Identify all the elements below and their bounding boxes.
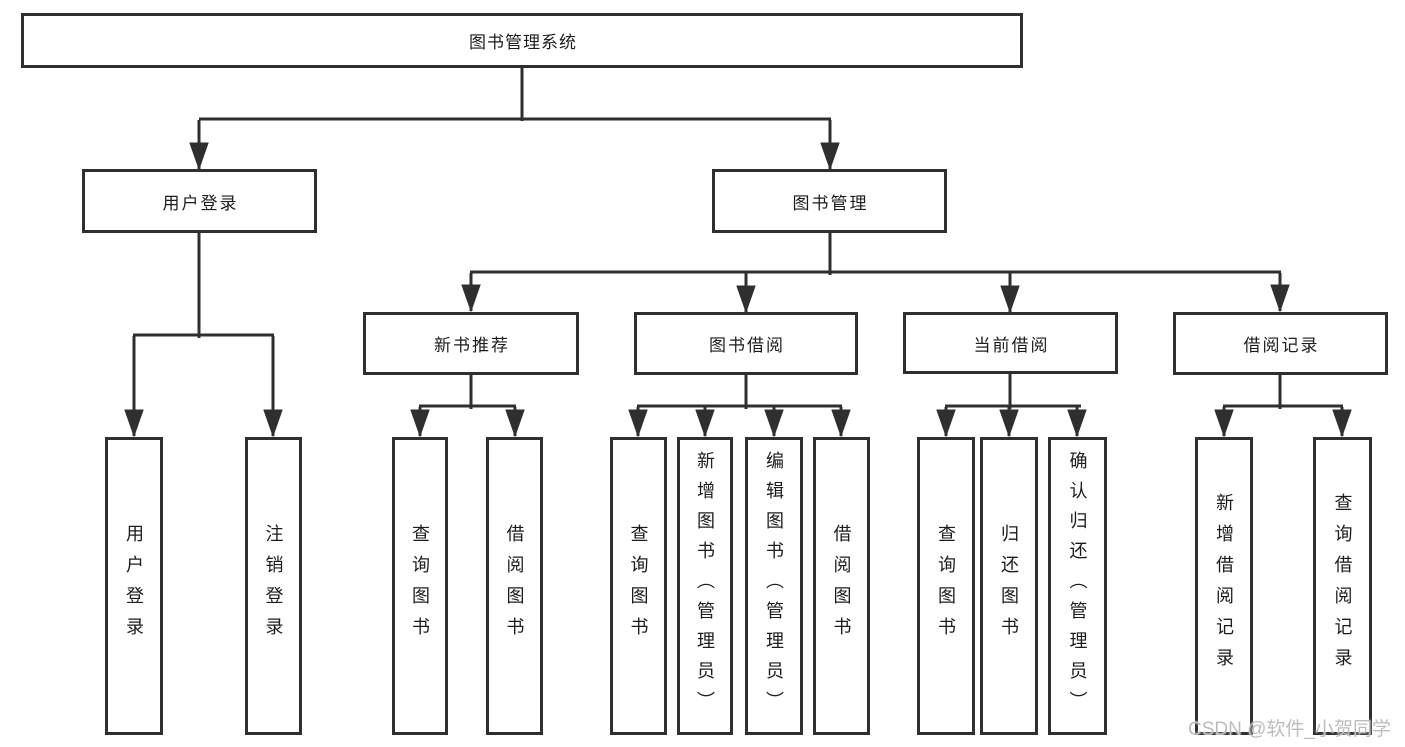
node-book-borrowing: 图书借阅 [634, 312, 858, 375]
leaf-query-books-current: 查询图书 [917, 437, 975, 735]
node-label: 图书管理 [792, 193, 869, 213]
leaf-confirm-return-admin: 确认归还（管理员） [1048, 437, 1107, 735]
node-user-login: 用户登录 [82, 169, 317, 233]
node-label: 用户登录 [162, 193, 239, 213]
leaf-query-borrow-record: 查询借阅记录 [1313, 437, 1372, 735]
node-label: 借阅记录 [1243, 336, 1320, 355]
connector-arrows [124, 120, 1352, 438]
node-label: 图书管理系统 [469, 33, 577, 52]
node-label: 图书借阅 [709, 336, 785, 355]
connector-trunks [133, 68, 1343, 409]
leaf-edit-books-admin: 编辑图书（管理员） [745, 437, 803, 735]
leaf-logout-login: 注销登录 [245, 437, 302, 735]
node-borrowing-records: 借阅记录 [1173, 312, 1388, 375]
leaf-query-books-recommend: 查询图书 [392, 437, 448, 735]
leaf-user-login: 用户登录 [105, 437, 163, 735]
leaf-borrow-books-recommend: 借阅图书 [486, 437, 543, 735]
node-book-management: 图书管理 [712, 169, 947, 233]
leaf-borrow-books-borrowing: 借阅图书 [813, 437, 870, 735]
node-new-book-recommend: 新书推荐 [363, 312, 579, 375]
leaf-add-books-admin: 新增图书（管理员） [677, 437, 733, 735]
node-current-borrowing: 当前借阅 [903, 312, 1118, 374]
csdn-watermark: CSDN @软件_小贺同学 [1188, 719, 1391, 740]
leaf-add-borrow-record: 新增借阅记录 [1195, 437, 1253, 735]
node-label: 新书推荐 [434, 336, 510, 355]
node-library-management-system: 图书管理系统 [21, 13, 1023, 68]
node-label: 当前借阅 [973, 335, 1050, 355]
leaf-query-books-borrowing: 查询图书 [610, 437, 667, 735]
leaf-return-books: 归还图书 [980, 437, 1038, 735]
